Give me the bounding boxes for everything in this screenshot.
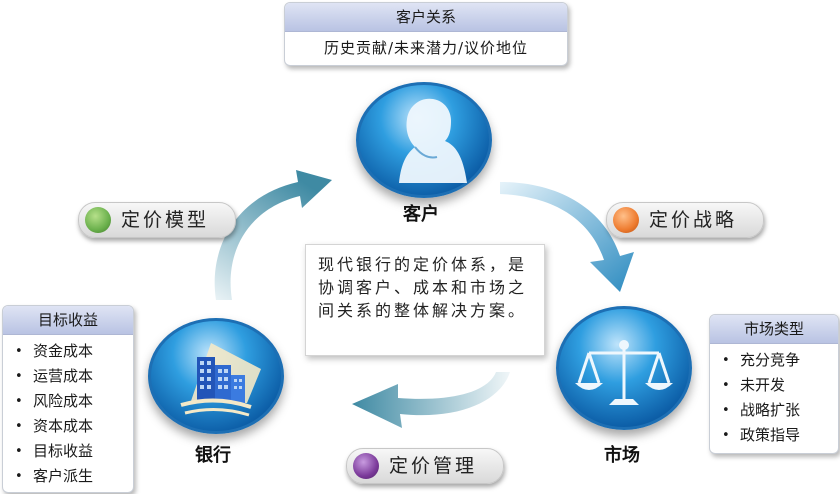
pricing-strategy-label: 定价战略	[649, 209, 738, 231]
pricing-management-label: 定价管理	[389, 455, 478, 477]
target-income-box: 目标收益 资金成本 运营成本 风险成本 资本成本 目标收益 客户派生	[2, 305, 134, 493]
arrow-customer-to-market	[500, 182, 634, 292]
list-item: 政策指导	[710, 423, 838, 448]
pricing-model-label: 定价模型	[121, 209, 210, 231]
pricing-management-pill: 定价管理	[346, 448, 504, 484]
arrow-market-to-bank	[352, 372, 510, 428]
market-type-list: 充分竞争 未开发 战略扩张 政策指导	[710, 344, 838, 448]
market-label: 市场	[604, 445, 640, 466]
target-income-title: 目标收益	[3, 306, 133, 335]
customer-relation-title: 客户关系	[285, 3, 567, 32]
list-item: 战略扩张	[710, 398, 838, 423]
arrow-bank-to-customer	[214, 170, 332, 300]
list-item: 未开发	[710, 373, 838, 398]
bank-orb	[148, 318, 284, 434]
scale-icon	[575, 340, 673, 405]
pricing-management-dot	[353, 453, 379, 479]
pricing-model-pill: 定价模型	[78, 202, 236, 238]
market-type-box: 市场类型 充分竞争 未开发 战略扩张 政策指导	[709, 314, 839, 454]
center-description-box: 现代银行的定价体系，是协调客户、成本和市场之间关系的整体解决方案。	[305, 244, 545, 356]
list-item: 客户派生	[3, 464, 133, 489]
list-item: 运营成本	[3, 364, 133, 389]
list-item: 资金成本	[3, 339, 133, 364]
market-orb	[556, 306, 692, 430]
pricing-strategy-pill: 定价战略	[606, 202, 764, 238]
person-silhouette-icon	[399, 98, 467, 183]
customer-relation-content: 历史贡献/未来潜力/议价地位	[323, 39, 529, 57]
building-icon	[180, 343, 261, 417]
center-description: 现代银行的定价体系，是协调客户、成本和市场之间关系的整体解决方案。	[318, 255, 528, 320]
customer-orb	[356, 82, 492, 198]
pricing-strategy-dot	[613, 207, 639, 233]
pricing-model-dot	[85, 207, 111, 233]
market-type-title: 市场类型	[710, 315, 838, 344]
list-item: 资本成本	[3, 414, 133, 439]
list-item: 充分竞争	[710, 348, 838, 373]
target-income-list: 资金成本 运营成本 风险成本 资本成本 目标收益 客户派生	[3, 335, 133, 489]
list-item: 目标收益	[3, 439, 133, 464]
customer-relation-box: 客户关系 历史贡献/未来潜力/议价地位	[284, 2, 568, 66]
list-item: 风险成本	[3, 389, 133, 414]
bank-label: 银行	[195, 445, 231, 466]
customer-label: 客户	[403, 204, 439, 225]
